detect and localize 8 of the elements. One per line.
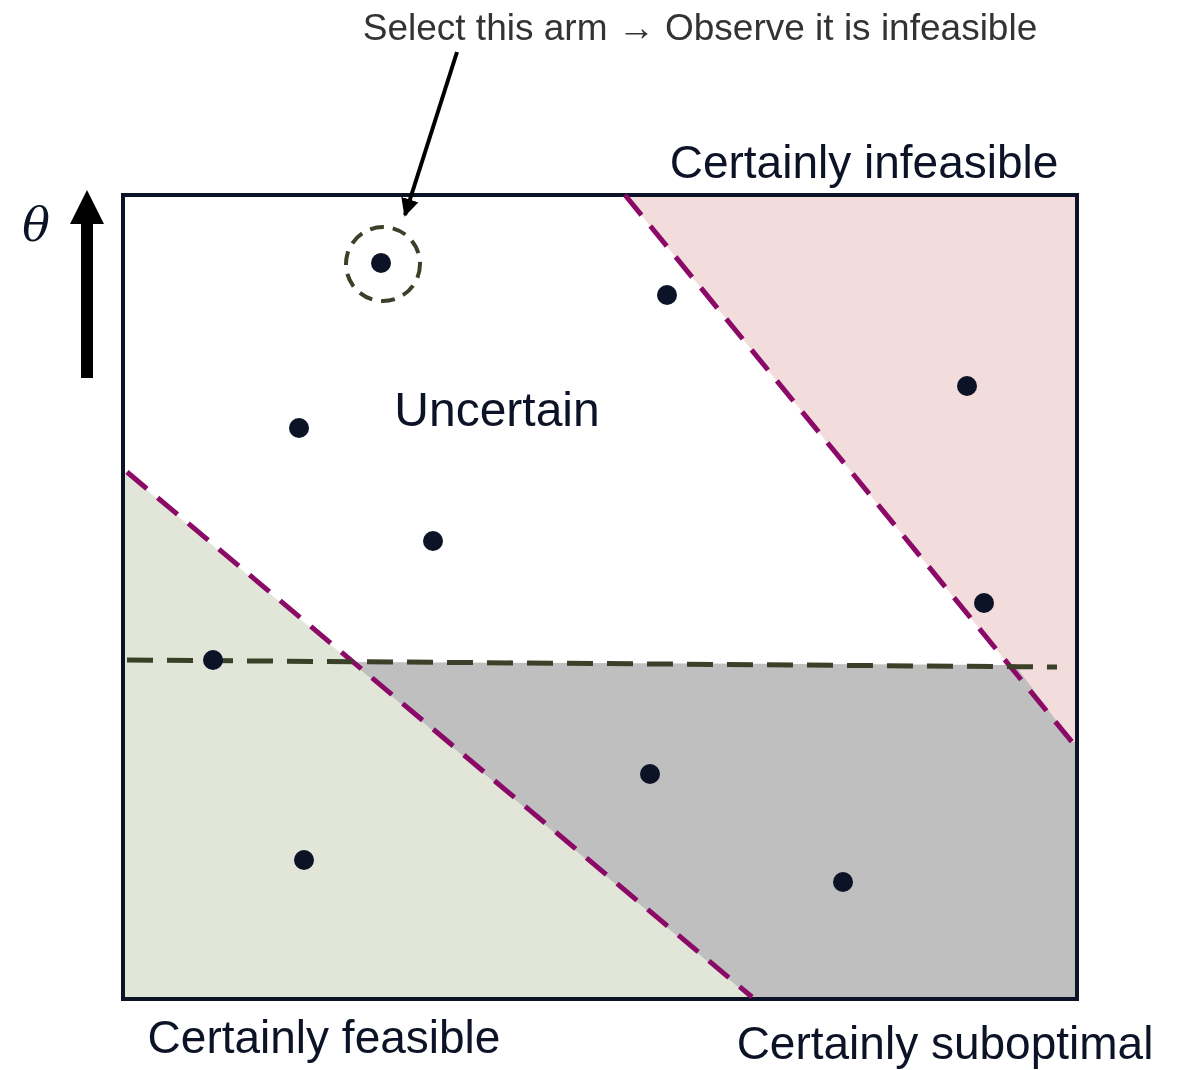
region-label: Certainly suboptimal: [736, 1017, 1154, 1069]
annotation-text: Select this arm → Observe it is infeasible: [362, 7, 1038, 49]
region-label: Certainly feasible: [147, 1011, 501, 1063]
axis-label: θ: [22, 199, 50, 251]
highlighted-point: [344, 225, 422, 303]
leader-line: [401, 51, 459, 217]
region-label: Uncertain: [394, 383, 600, 437]
region-label: Certainly infeasible: [669, 136, 1059, 188]
